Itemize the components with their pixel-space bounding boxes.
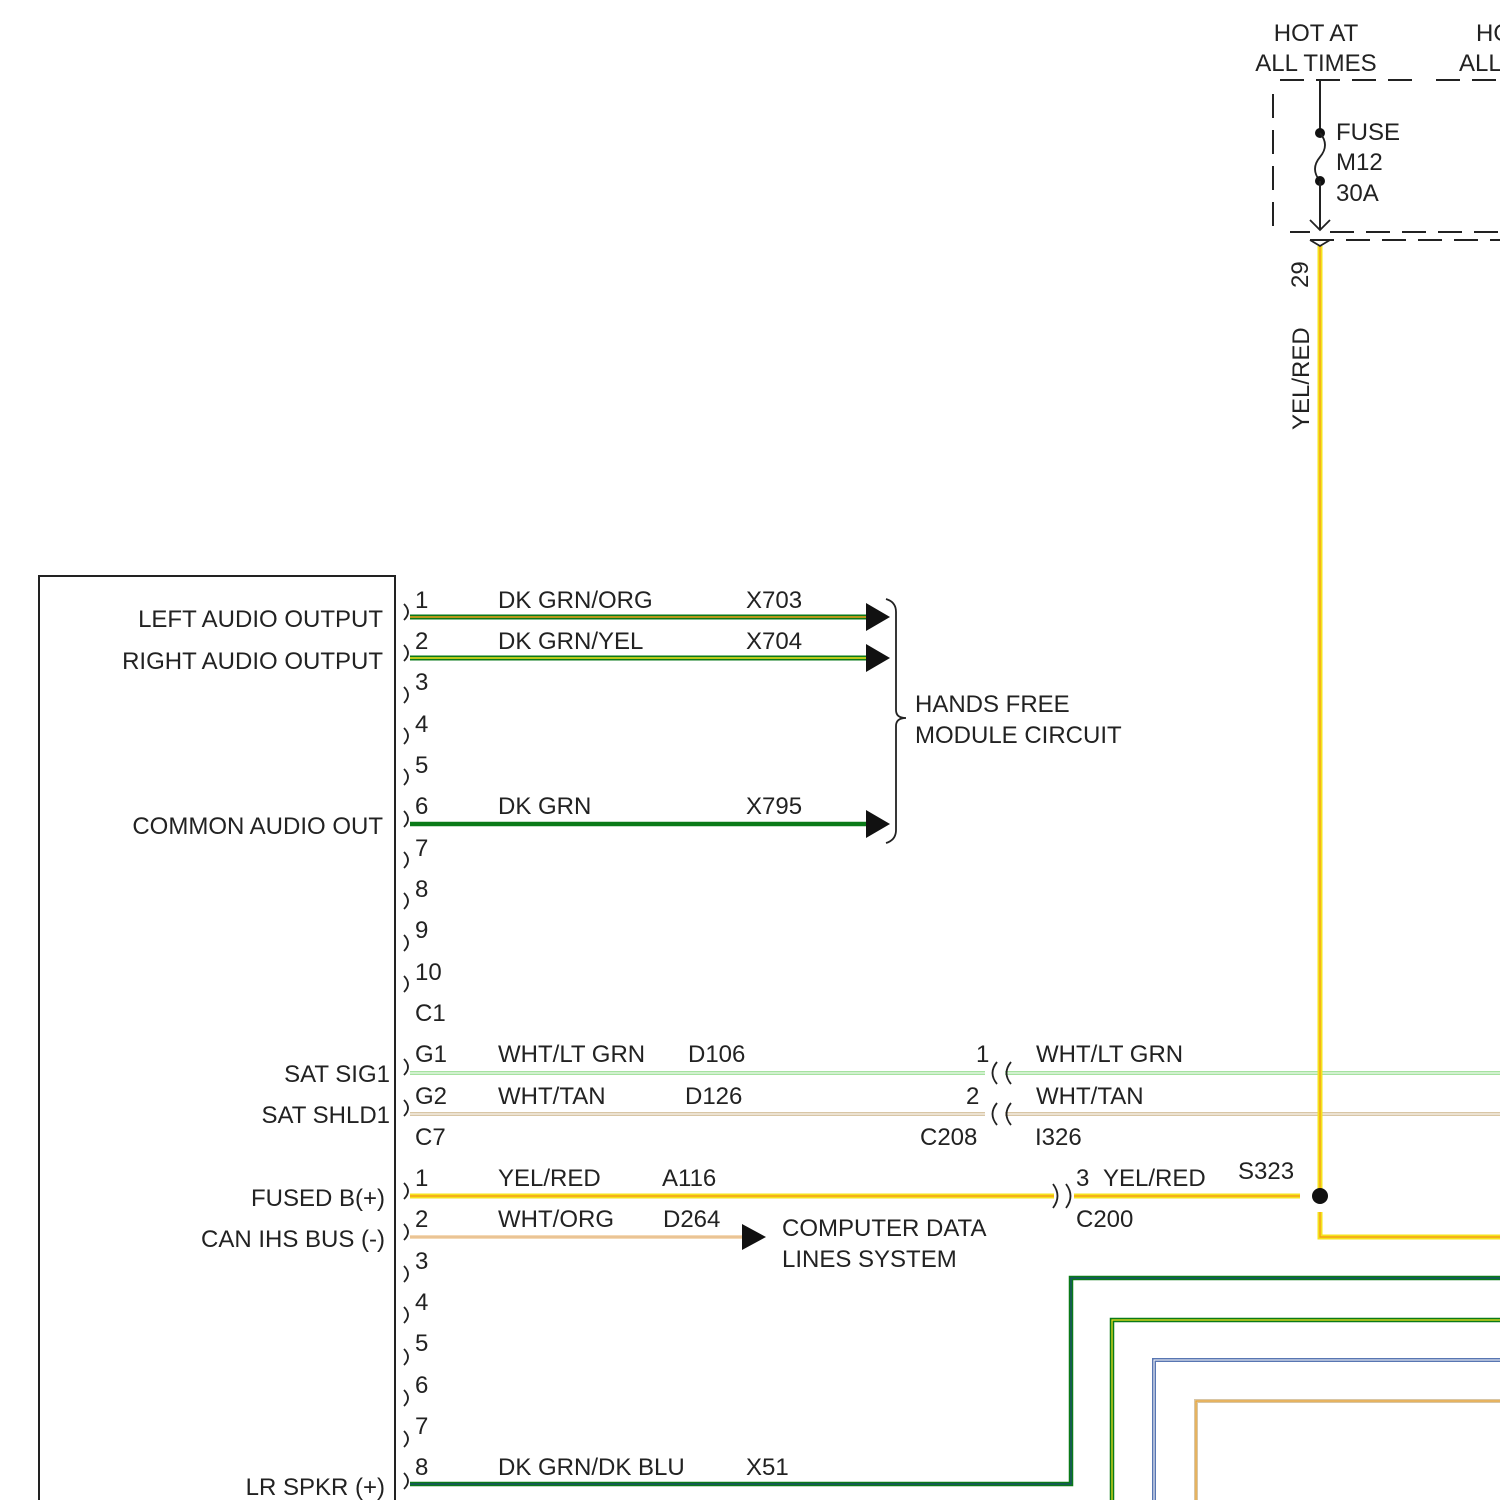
pin-number: 6 bbox=[415, 793, 428, 820]
connector-c7-label: C7 bbox=[415, 1124, 446, 1151]
pin-number: 5 bbox=[415, 752, 428, 779]
pin-number: 7 bbox=[415, 835, 428, 862]
pin-number: 8 bbox=[415, 876, 428, 903]
pin-number: 3 bbox=[415, 1248, 428, 1275]
c208-wire-1-label: WHT/LT GRN bbox=[1036, 1041, 1183, 1068]
power-header2-line2: ALL bbox=[1459, 50, 1500, 77]
connector-c1-label: C1 bbox=[415, 1000, 446, 1027]
circuit-label: X51 bbox=[746, 1454, 789, 1481]
module-label-sat-sig1: SAT SIG1 bbox=[284, 1061, 390, 1088]
wire-color-label: DK GRN/DK BLU bbox=[498, 1454, 685, 1481]
circuit-label: X704 bbox=[746, 628, 802, 655]
wire-lower-3 bbox=[1154, 1360, 1500, 1500]
wires bbox=[410, 246, 1500, 1500]
pin-number: 2 bbox=[415, 1206, 428, 1233]
fuse-label-line2: M12 bbox=[1336, 149, 1383, 176]
c200-pin: 3 bbox=[1076, 1165, 1089, 1192]
circuit-label: D264 bbox=[663, 1206, 720, 1233]
power-wire-label: YEL/RED bbox=[1288, 327, 1315, 430]
wire-lower-4 bbox=[1196, 1401, 1500, 1500]
c208-wire-2-label: WHT/TAN bbox=[1036, 1083, 1144, 1110]
fuse-box-outline bbox=[1273, 80, 1500, 232]
module-label-common-audio: COMMON AUDIO OUT bbox=[132, 813, 383, 840]
c208-pin-2: 2 bbox=[966, 1083, 979, 1110]
c200-connector-marks bbox=[1053, 1184, 1071, 1208]
power-header-line1: HOT AT bbox=[1274, 20, 1359, 47]
circuit-label: D126 bbox=[685, 1083, 742, 1110]
wire-color-label: DK GRN bbox=[498, 793, 591, 820]
module-label-left-audio: LEFT AUDIO OUTPUT bbox=[138, 606, 383, 633]
pin-number: 1 bbox=[415, 1165, 428, 1192]
computer-data-label-line2: LINES SYSTEM bbox=[782, 1246, 957, 1273]
fuse-label-line3: 30A bbox=[1336, 180, 1379, 207]
circuit-label: A116 bbox=[662, 1165, 716, 1192]
wire-color-label: WHT/ORG bbox=[498, 1206, 614, 1233]
circuit-label: X703 bbox=[746, 587, 802, 614]
circuit-label: D106 bbox=[688, 1041, 745, 1068]
circuit-label: X795 bbox=[746, 793, 802, 820]
c208-connector-label: C208 bbox=[920, 1124, 977, 1151]
power-pin-number: 29 bbox=[1287, 261, 1314, 288]
hands-free-label-line2: MODULE CIRCUIT bbox=[915, 722, 1122, 749]
arrow-x704 bbox=[866, 644, 890, 672]
hands-free-brace bbox=[886, 599, 906, 843]
computer-data-label-line1: COMPUTER DATA bbox=[782, 1215, 986, 1242]
c208-pin-1: 1 bbox=[976, 1041, 989, 1068]
fuse-label-line1: FUSE bbox=[1336, 119, 1400, 146]
wire-lower-2 bbox=[1112, 1320, 1500, 1500]
c200-connector-label: C200 bbox=[1076, 1206, 1133, 1233]
pin-number: 10 bbox=[415, 959, 442, 986]
wire-color-label: DK GRN/ORG bbox=[498, 587, 653, 614]
pin-number: 9 bbox=[415, 917, 428, 944]
module-label-lr-spkr: LR SPKR (+) bbox=[246, 1474, 385, 1500]
pin-number: 8 bbox=[415, 1454, 428, 1481]
wire-yel-red-power bbox=[1320, 246, 1500, 1237]
pin-number: 2 bbox=[415, 628, 428, 655]
pin-number: 1 bbox=[415, 587, 428, 614]
module-label-can-ihs: CAN IHS BUS (-) bbox=[201, 1226, 385, 1253]
pin-number: 4 bbox=[415, 1289, 428, 1316]
hands-free-label-line1: HANDS FREE bbox=[915, 691, 1070, 718]
arrow-x703 bbox=[866, 603, 890, 631]
module-label-sat-shld1: SAT SHLD1 bbox=[262, 1102, 391, 1129]
c200-wire-label: YEL/RED bbox=[1103, 1165, 1206, 1192]
module-label-right-audio: RIGHT AUDIO OUTPUT bbox=[122, 648, 383, 675]
pin-number: G1 bbox=[415, 1041, 447, 1068]
splice-s323-dot bbox=[1312, 1188, 1328, 1204]
pin-number: 3 bbox=[415, 669, 428, 696]
i326-label: I326 bbox=[1035, 1124, 1082, 1151]
fuse-icon bbox=[1315, 133, 1325, 181]
wire-color-label: DK GRN/YEL bbox=[498, 628, 643, 655]
pin-number: 4 bbox=[415, 711, 428, 738]
power-header2-line1: HO bbox=[1476, 20, 1500, 47]
wire-color-label: WHT/TAN bbox=[498, 1083, 606, 1110]
splice-s323-label: S323 bbox=[1238, 1158, 1294, 1185]
wire-color-label: YEL/RED bbox=[498, 1165, 601, 1192]
pin-brackets bbox=[404, 604, 408, 1489]
pin-number: 5 bbox=[415, 1330, 428, 1357]
module-outline bbox=[39, 576, 395, 1500]
module-label-fused-b: FUSED B(+) bbox=[251, 1185, 385, 1212]
power-header-line2: ALL TIMES bbox=[1255, 50, 1376, 77]
arrow-d264 bbox=[742, 1224, 766, 1250]
pin-number: 6 bbox=[415, 1372, 428, 1399]
pin-number: 7 bbox=[415, 1413, 428, 1440]
wire-color-label: WHT/LT GRN bbox=[498, 1041, 645, 1068]
pin-number: G2 bbox=[415, 1083, 447, 1110]
arrow-x795 bbox=[866, 810, 890, 838]
